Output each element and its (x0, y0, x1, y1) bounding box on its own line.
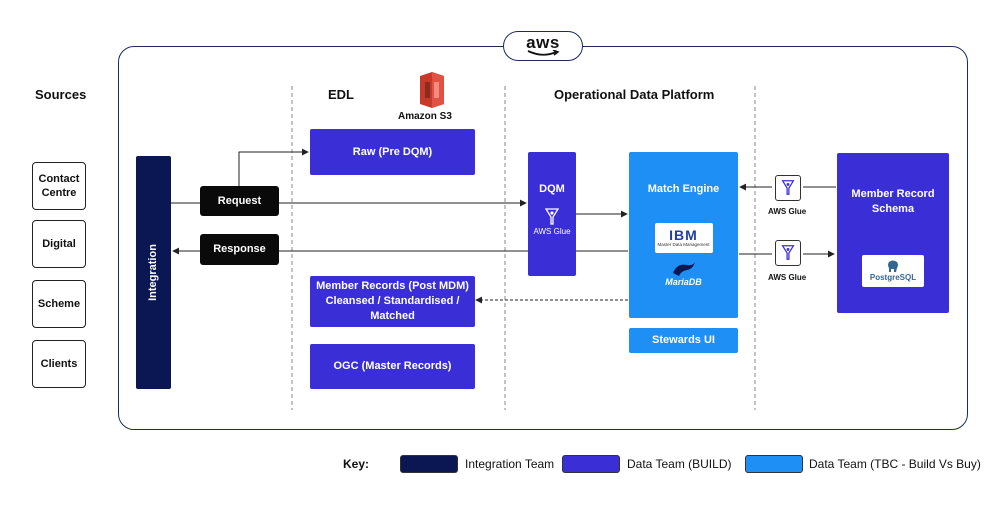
key-label: Key: (343, 457, 370, 471)
key-integration-team: Integration Team (465, 457, 555, 471)
aws-glue-chip-top (775, 175, 801, 201)
key-swatch-build (562, 455, 620, 473)
edl-title: EDL (328, 87, 354, 102)
dqm-label: DQM (539, 183, 565, 195)
source-clients: Clients (32, 340, 86, 388)
member-record-schema-box: Member Record Schema PostgreSQL (837, 153, 949, 313)
key-data-team-tbc: Data Team (TBC - Build Vs Buy) (809, 457, 981, 471)
sources-title: Sources (35, 87, 87, 102)
response-box: Response (200, 234, 279, 265)
source-scheme: Scheme (32, 280, 86, 328)
key-swatch-tbc (745, 455, 803, 473)
ibm-subtext: Master Data Management (657, 242, 710, 247)
odp-title: Operational Data Platform (554, 87, 715, 102)
member-records-box: Member Records (Post MDM) Cleansed / Sta… (310, 276, 475, 327)
member-records-line1: Member Records (Post MDM) (316, 280, 469, 292)
schema-line1: Member Record (851, 188, 935, 200)
member-records-line2: Cleansed / Standardised / (325, 295, 460, 307)
s3-bucket-icon (420, 72, 444, 108)
aws-badge: aws (503, 31, 583, 61)
source-digital: Digital (32, 220, 86, 268)
mariadb-label: MariaDB (665, 277, 702, 287)
match-engine-box: Match Engine IBM Master Data Management … (629, 152, 738, 318)
key-data-team-build: Data Team (BUILD) (627, 457, 732, 471)
aws-logo-icon: aws (526, 33, 560, 52)
raw-pre-dqm-box: Raw (Pre DQM) (310, 129, 475, 175)
integration-label: Integration (147, 244, 159, 301)
dqm-glue-label: AWS Glue (533, 227, 571, 236)
ibm-logo-icon: IBM Master Data Management (654, 223, 713, 253)
stewards-ui-box: Stewards UI (629, 328, 738, 353)
dqm-box: DQM AWS Glue (528, 152, 576, 276)
postgresql-logo: PostgreSQL (862, 255, 924, 287)
postgresql-label: PostgreSQL (869, 273, 917, 282)
source-contact-centre: Contact Centre (32, 162, 86, 210)
aws-glue-icon (781, 180, 795, 195)
ogc-master-records-box: OGC (Master Records) (310, 344, 475, 389)
mariadb-seal-icon (672, 262, 695, 276)
aws-glue-label-bottom: AWS Glue (768, 273, 807, 282)
integration-block: Integration (136, 156, 171, 389)
match-engine-label: Match Engine (647, 183, 720, 195)
schema-line2: Schema (871, 203, 915, 215)
aws-glue-icon (544, 208, 560, 225)
aws-smile-icon (527, 50, 560, 56)
s3-label: Amazon S3 (398, 111, 452, 122)
member-records-line3: Matched (370, 310, 415, 322)
aws-glue-icon (781, 245, 795, 260)
aws-glue-chip-bottom (775, 240, 801, 266)
postgresql-elephant-icon (888, 260, 898, 272)
request-box: Request (200, 186, 279, 216)
ibm-text: IBM (669, 227, 698, 243)
key-swatch-integration (400, 455, 458, 473)
aws-glue-label-top: AWS Glue (768, 207, 807, 216)
